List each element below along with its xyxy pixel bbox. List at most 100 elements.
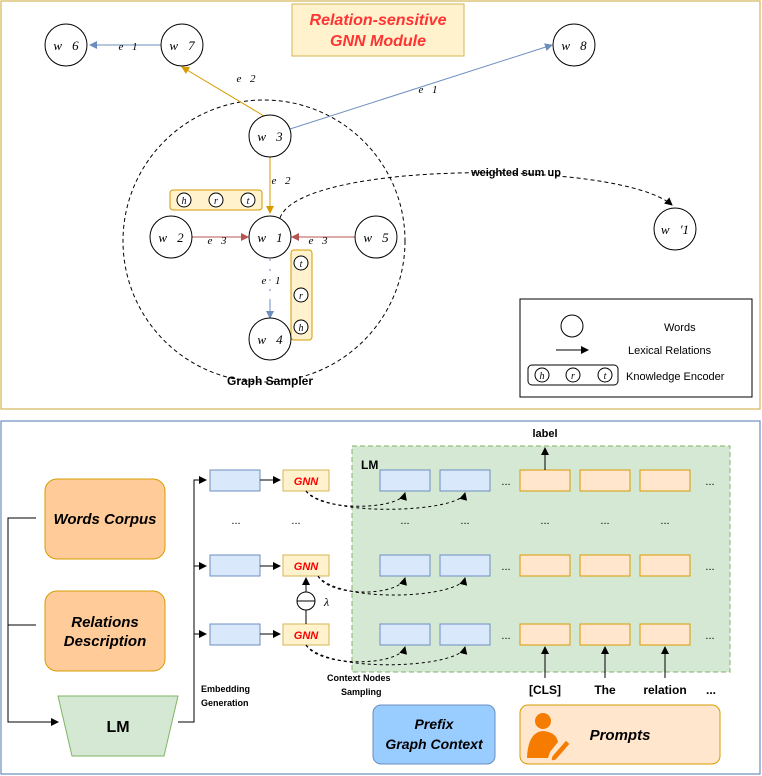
prompts-box [519,704,721,765]
encoder-v-h-letter: h [299,323,304,334]
lm-token-box-r2c [639,554,691,577]
node-w6 [44,23,88,67]
ellipsis-r1-end: ... [705,476,714,488]
embedding-line [178,476,207,723]
embedding-line1: Embedding [201,684,250,694]
node-w4-label: w⃗4 [257,332,283,347]
gnn-box-2 [282,554,330,577]
node-w1-prime-label: w⃗′1 [661,222,689,237]
gnn1-to-prefix-b [305,490,468,510]
edge-w3-w7 [181,66,265,117]
ellipsis-col-1: ... [400,515,409,527]
legend-r-circle [565,367,581,383]
prefix-line2: Graph Context [385,736,484,752]
node-w1-label: w⃗1 [257,230,282,245]
lm-token-box-r1c [639,469,691,492]
node-w1-prime [653,207,697,251]
node-w3 [248,114,292,158]
corpus-bracket [7,517,59,726]
gnn-label-3: GNN [294,630,320,642]
gnn1-to-prefix-a [305,490,407,507]
ellipsis-r3: ... [501,630,510,642]
relations-line1: Relations [71,614,139,631]
node-w2 [149,215,193,259]
legend-words-label: Words [664,322,696,334]
token-the: The [594,683,616,697]
module-title-box [291,3,465,57]
label-text: label [532,428,557,440]
node-w5-label: w⃗5 [363,230,389,245]
node-w4 [248,317,292,361]
ellipsis-col-3: ... [540,515,549,527]
lm-prefix-box-r3a [379,623,431,646]
node-w1 [248,215,292,259]
node-w7 [160,23,204,67]
lm-token-box-r3b [579,623,631,646]
encoder-t-circle [240,192,256,208]
lm-prefix-box-r2a [379,554,431,577]
lm-token-box-r1b [579,469,631,492]
node-w7-label: w⃗7 [169,38,195,53]
gnn2-to-prefix-b [317,575,468,596]
lm-token-box-r2b [579,554,631,577]
edge-label-e1-top: e⃗1 [119,41,138,53]
ellipsis-emb-col: ... [231,515,240,527]
encoder-h-letter: h [182,196,187,207]
edge-label-e1-right: e⃗1 [419,84,438,96]
encoder-h-circle [176,192,192,208]
edge-label-e2-mid: e⃗2 [272,175,291,187]
node-w2-label: w⃗2 [158,230,184,245]
legend-encoder-label: Knowledge Encoder [626,371,725,383]
ellipsis-col-5: ... [660,515,669,527]
ellipsis-col-2: ... [460,515,469,527]
lm-token-box-r3c [639,623,691,646]
prefix-graph-context-box [372,704,496,765]
module-title-line2: GNN Module [330,33,426,50]
legend-t-circle [597,367,613,383]
legend-r-letter: r [571,371,575,382]
embedding-box-1 [209,469,261,492]
lm-prefix-box-r3b [439,623,491,646]
relations-line2: Description [64,633,147,650]
ellipsis-gnn-col: ... [291,515,300,527]
node-w8-label: w⃗8 [561,38,587,53]
lm-token-box-r3a [519,623,571,646]
weighted-sum-label: weighted sum up [470,167,561,179]
embedding-box-2 [209,554,261,577]
lm-region-label: LM [361,458,378,472]
user-edit-icon [527,713,571,762]
legend-h-circle [534,367,550,383]
encoder-v-r-circle [293,287,309,303]
legend-h-letter: h [540,371,545,382]
encoder-v-r-letter: r [299,291,303,302]
relations-description-box [44,590,166,672]
ellipsis-r2: ... [501,561,510,573]
lm-prefix-box-r1b [439,469,491,492]
ellipsis-r3-end: ... [705,630,714,642]
edge-label-e3-right: e⃗3 [309,235,328,247]
embedding-line2: Generation [201,698,249,708]
lm-prefix-box-r1a [379,469,431,492]
gnn-label-2: GNN [294,561,320,573]
gnn-label-1: GNN [294,476,320,488]
graph-sampler-circle [122,99,406,383]
lm-encoder-label: LM [106,719,129,736]
lm-prefix-box-r2b [439,554,491,577]
node-w6-label: w⃗6 [53,38,79,53]
legend-relations-label: Lexical Relations [628,345,712,357]
ellipsis-r1: ... [501,476,510,488]
lambda-symbol: λ [323,595,329,609]
lm-token-box-r2a [519,554,571,577]
edge-w3-w8 [289,43,553,130]
node-w3-label: w⃗3 [257,129,283,144]
graph-sampler-label: Graph Sampler [227,374,313,388]
edge-label-e1-down: e⃗1 [262,275,281,287]
prefix-line1: Prefix [415,716,455,732]
module-title-line1: Relation-sensitive [310,12,447,29]
gnn3-to-prefix-b [305,644,468,666]
encoder-v-t-letter: t [300,259,303,270]
embedding-box-3 [209,623,261,646]
ellipsis-col-4: ... [600,515,609,527]
context-line2: Sampling [341,687,382,697]
